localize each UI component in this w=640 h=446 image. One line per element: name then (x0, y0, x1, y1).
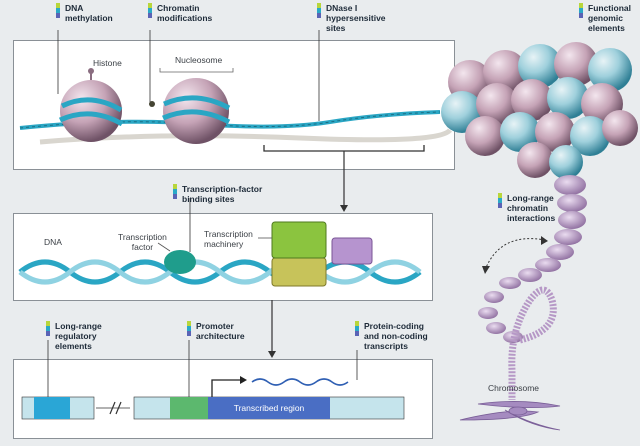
label-dna-methylation: DNA methylation (65, 3, 113, 23)
transcript-wave (251, 378, 349, 386)
label-transcribed-region: Transcribed region (233, 403, 305, 413)
legend-genomic: genomic (588, 13, 623, 23)
key-chromatin-mod (148, 3, 152, 18)
label-promoter: Promoter architecture (196, 321, 245, 341)
key-tf-binding (173, 184, 177, 199)
label-chromatin-mod: Chromatin modifications (157, 3, 212, 23)
label-line: interactions (507, 213, 556, 223)
label-line: hypersensitive (326, 13, 386, 23)
label-line: Long-range (55, 321, 102, 331)
chromosome-shape (459, 401, 561, 431)
tss-arrow (211, 379, 242, 397)
promoter-region (170, 397, 208, 419)
label-regulatory: Long-range regulatory elements (55, 321, 102, 351)
label-line: methylation (65, 13, 113, 23)
machinery-side (331, 237, 373, 265)
label-nucleosome: Nucleosome (175, 55, 223, 65)
label-line: sites (326, 23, 346, 33)
label-long-range-chromatin: Long-range chromatin interactions (507, 193, 555, 223)
label-line: chromatin (507, 203, 549, 213)
regulatory-element (34, 397, 70, 419)
label-tf-binding: Transcription-factor binding sites (182, 184, 262, 204)
chromatin-shadow (39, 128, 453, 145)
label-histone: Histone (93, 58, 122, 68)
double-helix (18, 259, 422, 285)
label-line: Protein-coding (364, 321, 424, 331)
transcribed-region-bar (208, 397, 330, 419)
label-line: Transcription-factor (182, 184, 263, 194)
label-line: binding sites (182, 194, 235, 204)
label-line: Promoter (196, 321, 234, 331)
coiled-chromatin (478, 175, 587, 343)
legend-text: Functional genomic elements (588, 3, 631, 33)
chromatin-fiber (441, 42, 638, 179)
label-dna: DNA (44, 237, 62, 247)
label-transcripts: Protein-coding and non-coding transcript… (364, 321, 428, 351)
key-transcripts (355, 321, 359, 336)
key-promoter (187, 321, 191, 336)
label-line: elements (55, 341, 92, 351)
label-line: Long-range (507, 193, 554, 203)
label-line: modifications (157, 13, 213, 23)
label-dnase: DNase I hypersensitive sites (326, 3, 386, 33)
label-line: transcripts (364, 341, 408, 351)
key-long-range-chromatin (498, 193, 502, 208)
machinery-lower (271, 257, 327, 287)
histone-2 (149, 78, 231, 144)
label-line: DNase I (326, 3, 358, 13)
label-line: regulatory (55, 331, 97, 341)
histone-1 (58, 68, 124, 142)
label-line: and non-coding (364, 331, 428, 341)
transcription-factor-blob (164, 250, 196, 274)
label-line: Chromatin (157, 3, 200, 13)
label-line: Transcription (118, 232, 167, 242)
key-dna-methylation (56, 3, 60, 18)
label-line: machinery (204, 239, 244, 249)
label-chromosome: Chromosome (488, 383, 540, 393)
label-machinery: Transcription machinery (204, 229, 253, 249)
machinery-upper (271, 221, 327, 259)
label-line: architecture (196, 331, 245, 341)
label-tf: Transcription factor (118, 232, 167, 252)
legend-functional: Functional (588, 3, 631, 13)
label-line: DNA (65, 3, 84, 13)
key-regulatory (46, 321, 50, 336)
label-line: factor (131, 242, 154, 252)
legend-elements: elements (588, 23, 625, 33)
key-dnase (317, 3, 321, 18)
label-line: Transcription (204, 229, 253, 239)
key-legend (579, 3, 583, 18)
